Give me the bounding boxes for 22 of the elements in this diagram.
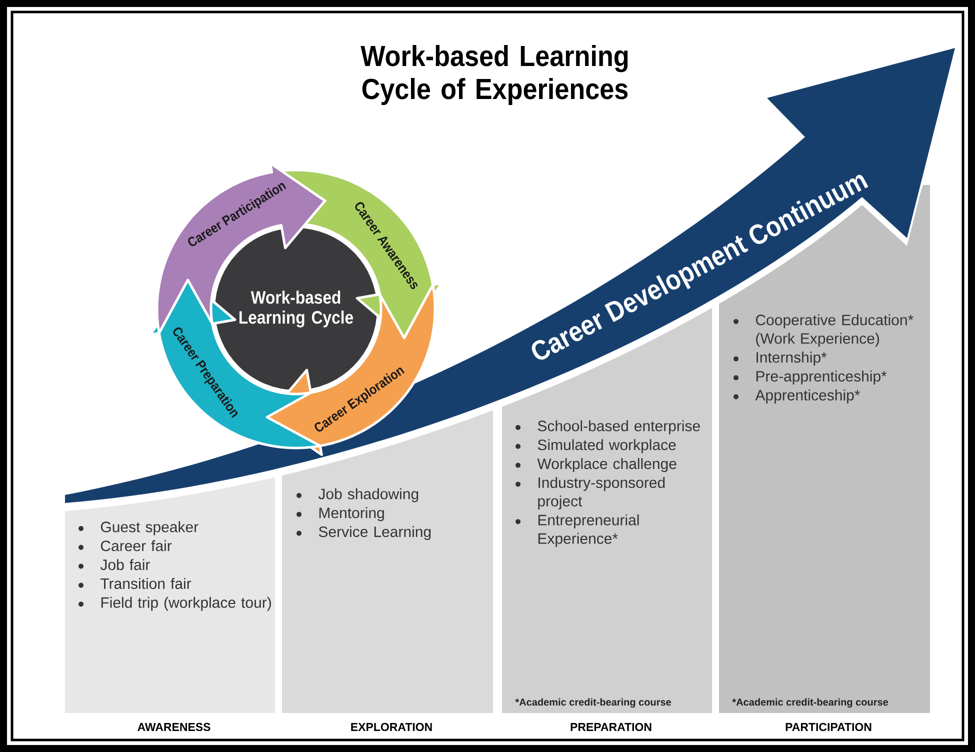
column-label: PREPARATION — [570, 722, 652, 732]
list-item: Transition fair — [100, 578, 192, 589]
list-item: Guest speaker — [100, 521, 198, 536]
list-item: Apprenticeship* — [755, 389, 860, 404]
footnote: *Academic credit-bearing course — [732, 698, 888, 708]
list-item: Mentoring — [319, 507, 384, 522]
column-label: AWARENESS — [138, 722, 210, 732]
footnote: *Academic credit-bearing course — [515, 698, 672, 708]
column-label: EXPLORATION — [351, 722, 432, 732]
column-label: PARTICIPATION — [786, 722, 872, 732]
list-item: Pre-apprenticeship* — [756, 370, 887, 385]
list-item: Entrepreneurial Experience* — [538, 514, 639, 547]
list-item: Career fair — [100, 540, 172, 552]
list-item: Field trip (workplace tour) — [101, 596, 271, 611]
list-item: Service Learning — [318, 526, 431, 540]
list-item: School-based enterprise — [538, 420, 700, 434]
list-item: Internship* — [756, 352, 827, 366]
list-item: Workplace challenge — [537, 458, 676, 472]
list-item: Simulated workplace — [538, 439, 676, 454]
list-item: Job fair — [100, 559, 150, 570]
list-item: Cooperative Education* (Work Experience) — [756, 314, 914, 347]
list-item: Job shadowing — [318, 488, 418, 502]
